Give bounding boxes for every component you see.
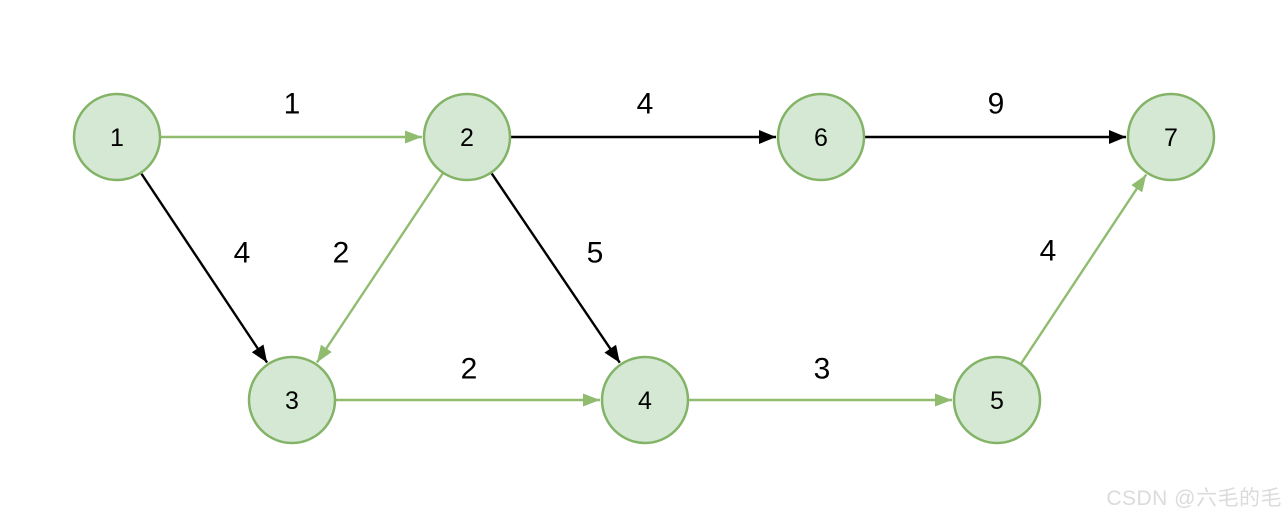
edges-layer <box>140 130 1148 407</box>
edge-weight-2-4: 5 <box>587 237 604 270</box>
edge-weight-1-2: 1 <box>284 88 301 121</box>
node-2 <box>422 92 512 182</box>
watermark: CSDN @六毛的毛 <box>1106 487 1282 510</box>
node-4 <box>600 355 690 445</box>
node-label-2: 2 <box>460 124 474 152</box>
node-label-3: 3 <box>285 387 299 415</box>
nodes-layer: 1 2 6 7 3 4 5 <box>72 92 1216 445</box>
edge-weight-1-3: 4 <box>234 237 251 270</box>
edge-5-7 <box>1020 173 1148 364</box>
node-5 <box>952 355 1042 445</box>
edge-weight-6-7: 9 <box>988 88 1005 121</box>
edge-2-3 <box>315 172 444 364</box>
edge-1-3 <box>140 172 269 364</box>
node-7 <box>1126 92 1216 182</box>
node-label-7: 7 <box>1164 124 1178 152</box>
edge-weight-2-3: 2 <box>333 237 350 270</box>
node-label-4: 4 <box>638 387 652 415</box>
edge-2-4 <box>490 172 621 364</box>
node-label-1: 1 <box>110 124 124 152</box>
node-6 <box>776 92 866 182</box>
node-label-6: 6 <box>814 124 828 152</box>
node-label-5: 5 <box>990 387 1004 415</box>
edge-weight-4-5: 3 <box>814 353 831 386</box>
node-1 <box>72 92 162 182</box>
edge-weight-5-7: 4 <box>1040 235 1057 268</box>
edge-weight-3-4: 2 <box>461 353 478 386</box>
edge-weight-2-6: 4 <box>637 88 654 121</box>
node-3 <box>247 355 337 445</box>
